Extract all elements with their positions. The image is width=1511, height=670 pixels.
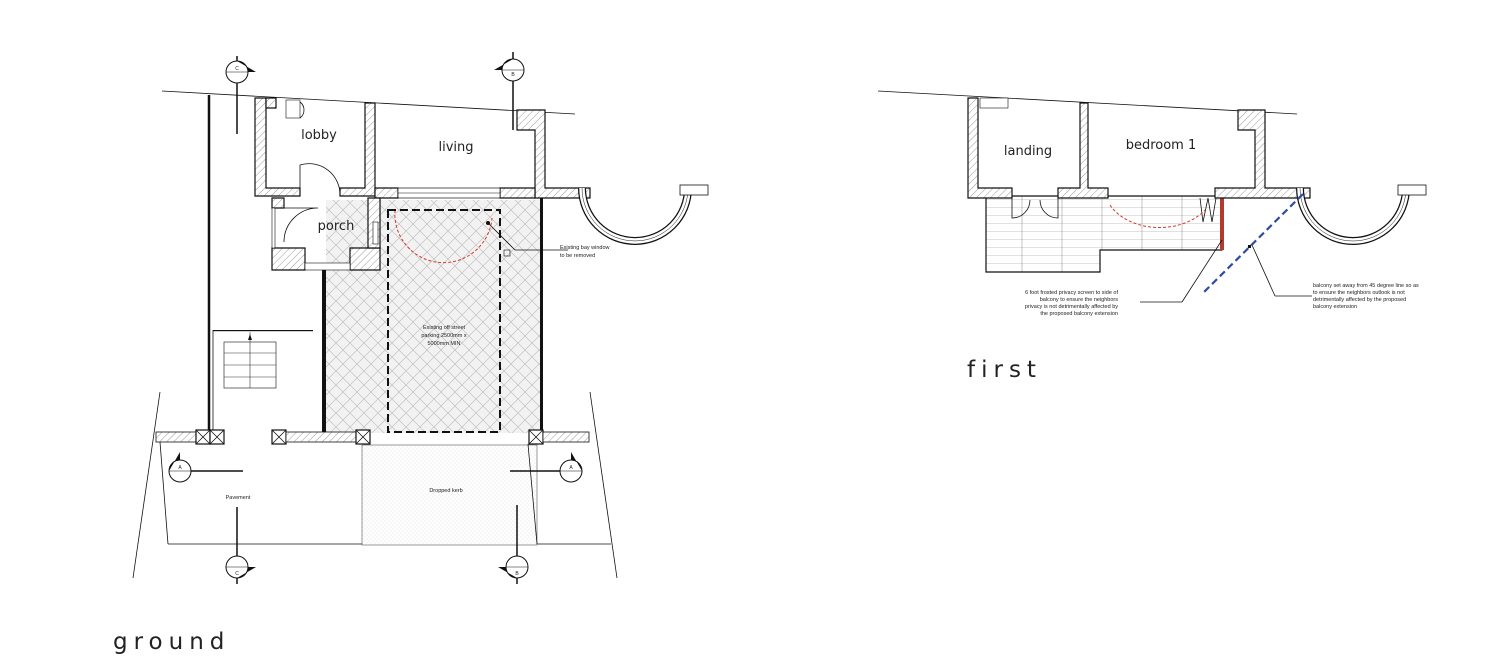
section-marker-a-left: A <box>168 452 243 483</box>
svg-text:balcony set away from 45 degre: balcony set away from 45 degree line so … <box>1313 283 1419 289</box>
bay-window-note-1: Existing bay window <box>560 245 610 251</box>
section-marker-c-top: C <box>225 56 256 134</box>
privacy-screen-note: 6 foot frosted privacy screen to side of… <box>1025 290 1119 317</box>
svg-text:A: A <box>569 465 573 471</box>
stairs <box>213 330 313 389</box>
svg-text:B: B <box>515 571 519 577</box>
walls-ground <box>254 97 591 435</box>
svg-text:B: B <box>511 72 515 78</box>
svg-text:privacy is not detrimentally a: privacy is not detrimentally affected by <box>1025 304 1118 310</box>
privacy-screen <box>1220 198 1224 250</box>
parking-space-outline <box>387 209 501 433</box>
parking-note-1: Existing off street <box>423 325 466 331</box>
svg-text:A: A <box>178 465 182 471</box>
svg-text:6 foot frosted privacy screen: 6 foot frosted privacy screen to side of <box>1025 290 1118 296</box>
parking-area <box>326 200 542 433</box>
room-label-landing: landing <box>1004 144 1052 159</box>
room-label-bedroom-1: bedroom 1 <box>1126 138 1197 153</box>
front-boundary-wall <box>155 429 590 445</box>
svg-text:balcony extension: balcony extension <box>1313 304 1357 310</box>
balcony-decking <box>985 195 1223 273</box>
section-marker-a-right: A <box>510 452 583 483</box>
ground-floor-title: ground <box>113 629 231 655</box>
svg-text:detrimentally affected by the: detrimentally affected by the proposed <box>1313 297 1406 303</box>
svg-text:to ensure the neighbors outloo: to ensure the neighbors outlook is not <box>1313 290 1405 296</box>
bay-window-note-2: to be removed <box>560 253 595 259</box>
bay-window-ground <box>578 184 709 245</box>
svg-text:the proposed balcony extension: the proposed balcony extension <box>1040 311 1118 317</box>
first-floor-plan: 6 foot frosted privacy screen to side of… <box>877 90 1427 317</box>
walls-first <box>967 97 1311 199</box>
ground-floor-plan: Existing bay window to be removed Existi… <box>132 52 709 584</box>
svg-text:C: C <box>235 66 239 72</box>
section-marker-c-bottom: C <box>225 507 256 584</box>
room-label-living: living <box>438 140 473 155</box>
parking-note-2: parking 2500mm x <box>421 333 466 339</box>
svg-text:balcony to ensure the neighbor: balcony to ensure the neighbors <box>1040 297 1119 303</box>
pavement-label: Pavement <box>226 495 251 501</box>
section-marker-b-top: B <box>494 52 525 130</box>
svg-text:C: C <box>235 571 239 577</box>
dropped-kerb-label: Dropped kerb <box>429 488 462 494</box>
bay-window-first <box>1296 184 1427 245</box>
section-marker-b-bottom: B <box>498 505 529 584</box>
balcony-setback-note: balcony set away from 45 degree line so … <box>1313 283 1419 310</box>
first-floor-title: first <box>967 357 1042 383</box>
room-label-porch: porch <box>318 219 355 234</box>
room-label-lobby: lobby <box>301 128 337 143</box>
parking-note-3: 5000mm MIN <box>427 341 460 347</box>
forty-five-degree-line <box>1201 193 1304 295</box>
dropped-kerb-area <box>361 444 538 546</box>
